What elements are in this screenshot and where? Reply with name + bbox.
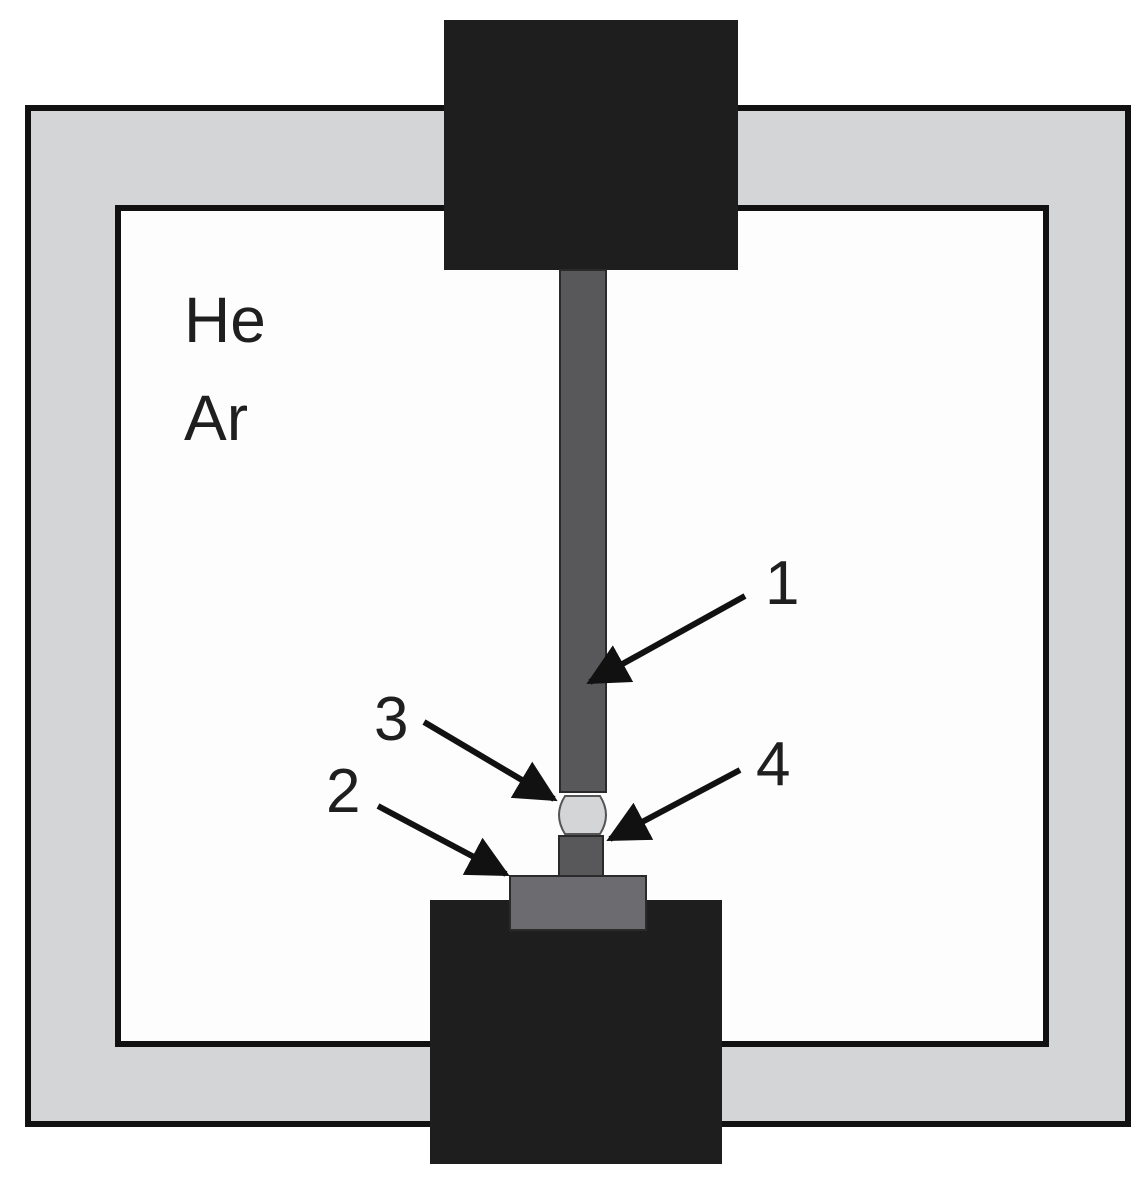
- callout-label-4: 4: [756, 730, 790, 799]
- callout-arrow-1: [586, 593, 747, 685]
- bottom-clamp-block: [430, 900, 722, 1164]
- callout-arrow-2: [376, 803, 510, 877]
- callout-label-3: 3: [374, 685, 408, 754]
- callout-arrow-4: [606, 767, 742, 842]
- callout-label-1: 1: [765, 549, 799, 618]
- callout-arrow-3: [422, 719, 558, 802]
- lower-rod-segment: [558, 835, 604, 881]
- gas-label-he: He: [184, 284, 266, 356]
- base-plate: [509, 875, 647, 931]
- gas-label-ar: Ar: [184, 382, 248, 454]
- top-clamp-block: [444, 20, 738, 270]
- joint-bead: [558, 795, 607, 835]
- rod: [559, 269, 607, 793]
- callout-label-2: 2: [326, 757, 360, 826]
